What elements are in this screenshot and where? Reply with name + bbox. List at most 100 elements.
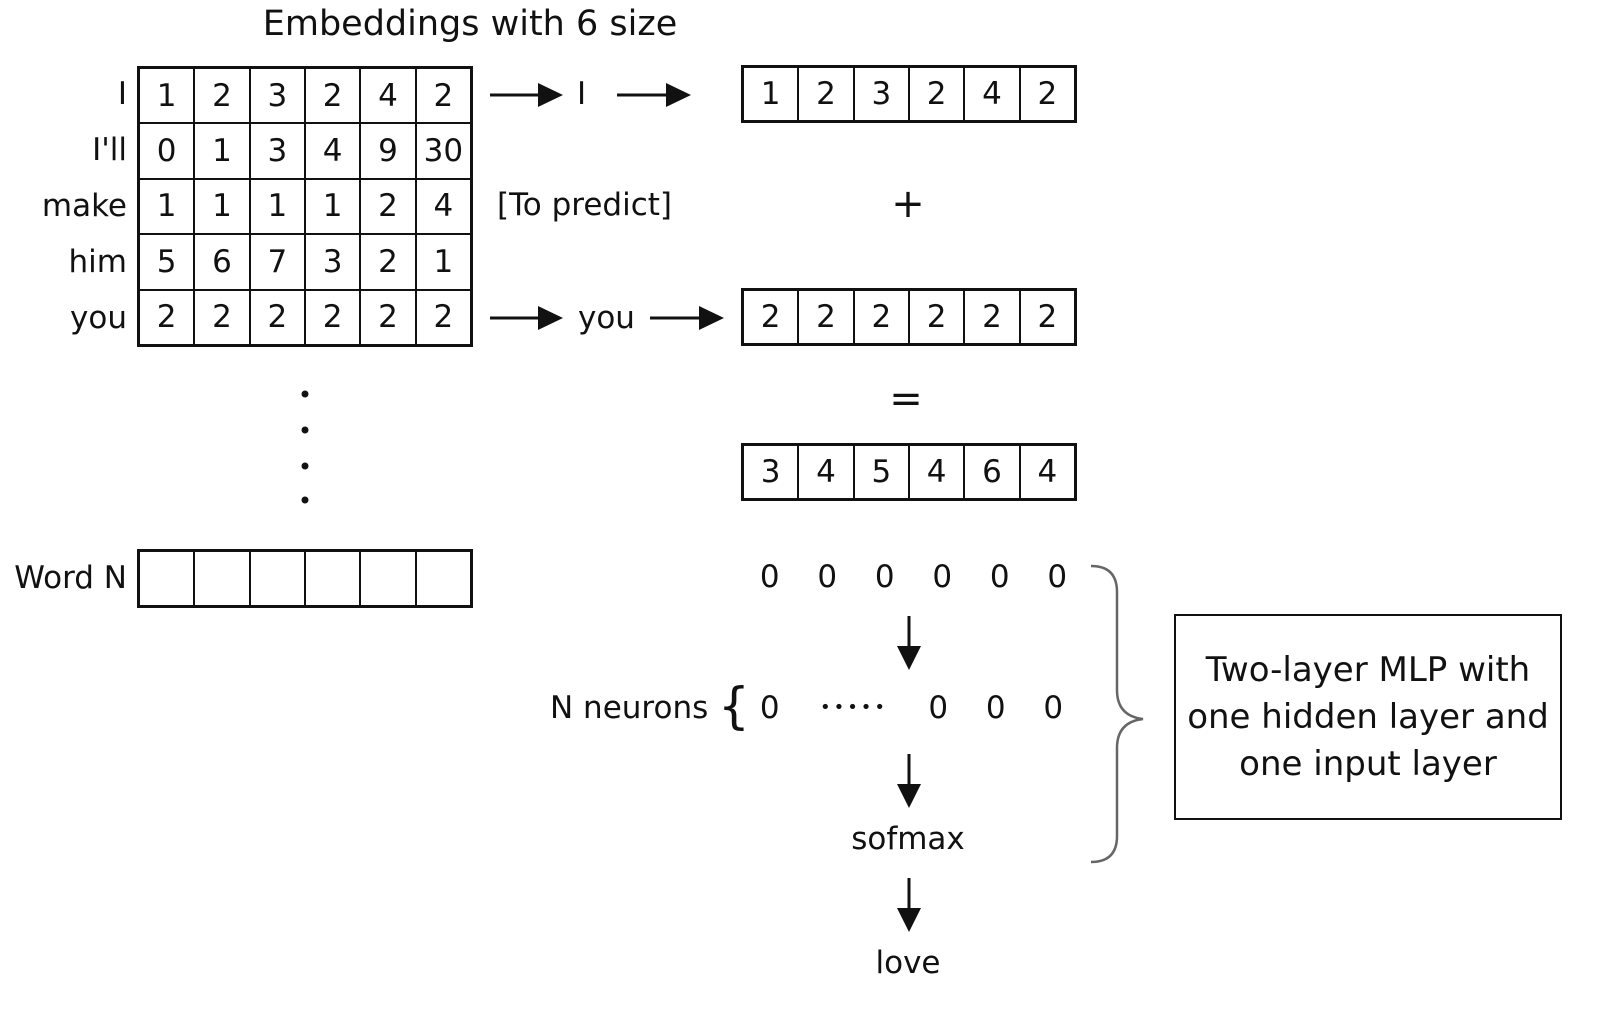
table-cell: 2 <box>194 68 250 124</box>
empty-cell <box>415 551 471 606</box>
vector-cell: 2 <box>798 290 854 344</box>
table-cell: 0 <box>139 123 195 179</box>
input-layer-values: 0 0 0 0 0 0 <box>741 557 1086 597</box>
hidden-layer-label: N neurons <box>550 690 709 726</box>
input-neuron: 0 <box>817 559 838 595</box>
table-cell: 4 <box>360 68 416 124</box>
hidden-dots: ••••• <box>819 697 889 718</box>
table-cell: 1 <box>194 178 250 235</box>
table-cell: 2 <box>415 289 471 345</box>
output-word: love <box>875 945 941 981</box>
table-cell: 2 <box>139 289 195 345</box>
table-cell: 3 <box>304 234 361 290</box>
embedding-vector-you: 2 2 2 2 2 2 <box>741 288 1077 346</box>
softmax-label: sofmax <box>851 821 965 857</box>
table-cell: 2 <box>304 289 361 345</box>
input-neuron: 0 <box>932 559 953 595</box>
input-neuron: 0 <box>759 559 780 595</box>
mlp-description-box: Two-layer MLP with one hidden layer and … <box>1174 614 1562 820</box>
vector-cell: 1 <box>743 67 799 121</box>
row-label-1: I <box>117 76 127 112</box>
table-cell: 2 <box>249 289 305 345</box>
arrow-right-icon <box>490 83 563 107</box>
hidden-neuron: 0 <box>1043 690 1064 726</box>
vector-cell: 6 <box>964 445 1020 499</box>
selected-word-i: I <box>577 76 587 112</box>
empty-cell <box>139 551 195 606</box>
to-predict-label: [To predict] <box>497 187 672 223</box>
table-cell: 3 <box>249 123 305 179</box>
empty-embedding-row <box>137 549 473 608</box>
embedding-vector-i: 1 2 3 2 4 2 <box>741 65 1077 123</box>
embedding-table: 1 2 3 2 4 2 0 1 3 4 9 30 1 1 1 1 2 4 5 6… <box>137 66 473 347</box>
vector-cell: 5 <box>853 445 909 499</box>
arrow-down-icon <box>897 878 921 932</box>
vector-cell: 4 <box>1019 445 1075 499</box>
table-cell: 1 <box>194 123 250 179</box>
mlp-description-line: Two-layer MLP with <box>1205 649 1531 690</box>
table-cell: 30 <box>415 123 471 179</box>
input-neuron: 0 <box>874 559 895 595</box>
table-cell: 2 <box>415 68 471 124</box>
vector-cell: 2 <box>1019 290 1075 344</box>
curly-brace-icon: { <box>718 677 750 735</box>
vector-cell: 2 <box>1019 67 1075 121</box>
vector-cell: 2 <box>743 290 799 344</box>
vector-cell: 2 <box>853 290 909 344</box>
empty-cell <box>249 551 305 606</box>
arrow-right-icon <box>490 306 563 330</box>
hidden-neuron: 0 <box>928 690 949 726</box>
empty-cell <box>304 551 361 606</box>
vertical-ellipsis <box>301 390 309 504</box>
equals-sign: = <box>889 376 923 422</box>
table-cell: 1 <box>415 234 471 290</box>
vector-cell: 4 <box>798 445 854 499</box>
table-cell: 2 <box>194 289 250 345</box>
row-label-5: you <box>70 300 127 336</box>
vector-cell: 3 <box>743 445 799 499</box>
empty-cell <box>194 551 250 606</box>
right-curly-brace-icon <box>1090 564 1144 864</box>
plus-sign: + <box>891 181 925 227</box>
mlp-description-line: one input layer <box>1239 743 1497 784</box>
table-cell: 6 <box>194 234 250 290</box>
diagram-title: Embeddings with 6 size <box>262 4 678 44</box>
vector-cell: 4 <box>908 445 965 499</box>
row-label-2: I'll <box>92 132 127 168</box>
vector-cell: 2 <box>798 67 854 121</box>
arrow-down-icon <box>897 616 921 670</box>
table-cell: 9 <box>360 123 416 179</box>
vector-cell: 3 <box>853 67 909 121</box>
table-cell: 1 <box>249 178 305 235</box>
hidden-neuron: 0 <box>985 690 1006 726</box>
selected-word-you: you <box>578 300 635 336</box>
vector-cell: 4 <box>964 67 1020 121</box>
sum-vector: 3 4 5 4 6 4 <box>741 443 1077 501</box>
arrow-right-icon <box>617 83 691 107</box>
table-cell: 4 <box>304 123 361 179</box>
vector-cell: 2 <box>908 290 965 344</box>
vector-cell: 2 <box>908 67 965 121</box>
table-cell: 2 <box>360 234 416 290</box>
empty-cell <box>360 551 416 606</box>
table-cell: 2 <box>360 289 416 345</box>
mlp-description-text: Two-layer MLP with one hidden layer and … <box>1187 647 1549 788</box>
table-cell: 1 <box>139 178 195 235</box>
mlp-description-line: one hidden layer and <box>1187 696 1549 737</box>
input-neuron: 0 <box>989 559 1010 595</box>
row-label-word-n: Word N <box>14 560 127 596</box>
arrow-right-icon <box>650 306 724 330</box>
hidden-neuron: 0 <box>759 690 780 726</box>
table-cell: 1 <box>304 178 361 235</box>
row-label-4: him <box>68 244 127 280</box>
vector-cell: 2 <box>964 290 1020 344</box>
table-cell: 5 <box>139 234 195 290</box>
table-cell: 4 <box>415 178 471 235</box>
hidden-layer-values: 0 ••••• 0 0 0 <box>741 688 1082 728</box>
table-cell: 7 <box>249 234 305 290</box>
input-neuron: 0 <box>1047 559 1068 595</box>
row-label-3: make <box>41 188 127 224</box>
table-cell: 2 <box>304 68 361 124</box>
arrow-down-icon <box>897 754 921 808</box>
